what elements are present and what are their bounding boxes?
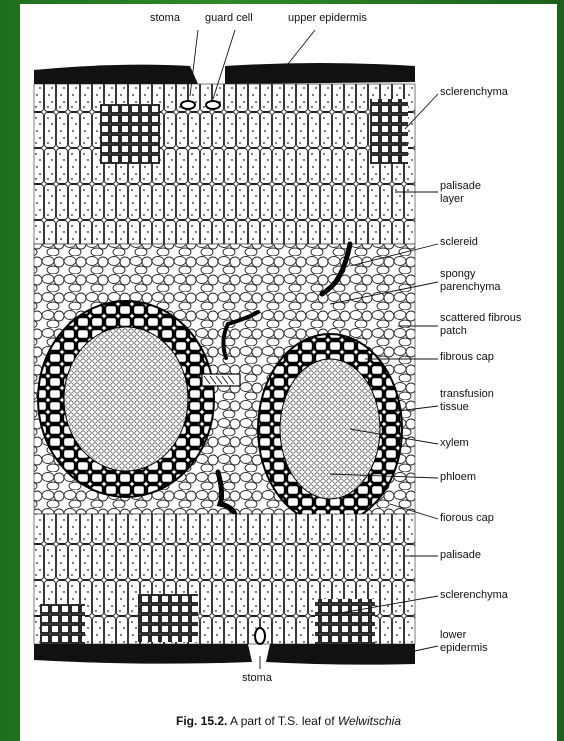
- label-spongy-parenchyma: spongy parenchyma: [440, 268, 501, 294]
- sclerenchyma-patch-bottom-3: [315, 599, 375, 644]
- label-sclereid: sclereid: [440, 236, 478, 249]
- sclerenchyma-patch-bottom-1: [40, 604, 85, 644]
- label-transfusion-tissue: transfusion tissue: [440, 388, 494, 414]
- caption-fig-number: Fig. 15.2.: [176, 714, 227, 728]
- label-stoma-top: stoma: [150, 12, 180, 25]
- label-sclerenchyma-bottom: sclerenchyma: [440, 589, 508, 602]
- label-fibrous-cap-bottom: fiorous cap: [440, 512, 494, 525]
- caption-text: A part of T.S. leaf of: [227, 714, 338, 728]
- upper-palisade: [34, 84, 415, 244]
- upper-epidermis-left: [34, 65, 198, 84]
- label-scattered-fibrous-patch: scattered fibrous patch: [440, 312, 521, 338]
- label-fibrous-cap-top: fibrous cap: [440, 351, 494, 364]
- lower-epidermis-left: [34, 644, 252, 664]
- upper-epidermis-right: [225, 63, 415, 84]
- transfusion-element: [202, 374, 240, 386]
- caption-species: Welwitschia: [338, 714, 401, 728]
- label-upper-epidermis: upper epidermis: [288, 12, 367, 25]
- label-guard-cell: guard cell: [205, 12, 253, 25]
- label-lower-epidermis: lower epidermis: [440, 629, 488, 655]
- label-phloem: phloem: [440, 471, 476, 484]
- stoma-guard-cell-right: [206, 101, 220, 109]
- label-palisade: palisade: [440, 549, 481, 562]
- label-palisade-layer: palisade layer: [440, 180, 481, 206]
- label-stoma-bottom: stoma: [242, 672, 272, 685]
- vascular-bundle-right-core: [280, 359, 380, 499]
- sclerenchyma-patch-top-2: [370, 99, 408, 164]
- sclerenchyma-patch-top-1: [100, 104, 160, 164]
- sclerenchyma-patch-bottom-2: [138, 594, 198, 642]
- stoma-guard-cell-left: [181, 101, 195, 109]
- stoma-bottom: [255, 628, 265, 644]
- lower-epidermis-right: [266, 644, 415, 665]
- vascular-bundle-left-core: [64, 327, 188, 471]
- label-xylem: xylem: [440, 437, 469, 450]
- figure-caption: Fig. 15.2. A part of T.S. leaf of Welwit…: [20, 714, 557, 728]
- label-sclerenchyma-top: sclerenchyma: [440, 86, 508, 99]
- figure-panel: stoma guard cell upper epidermis scleren…: [20, 4, 557, 741]
